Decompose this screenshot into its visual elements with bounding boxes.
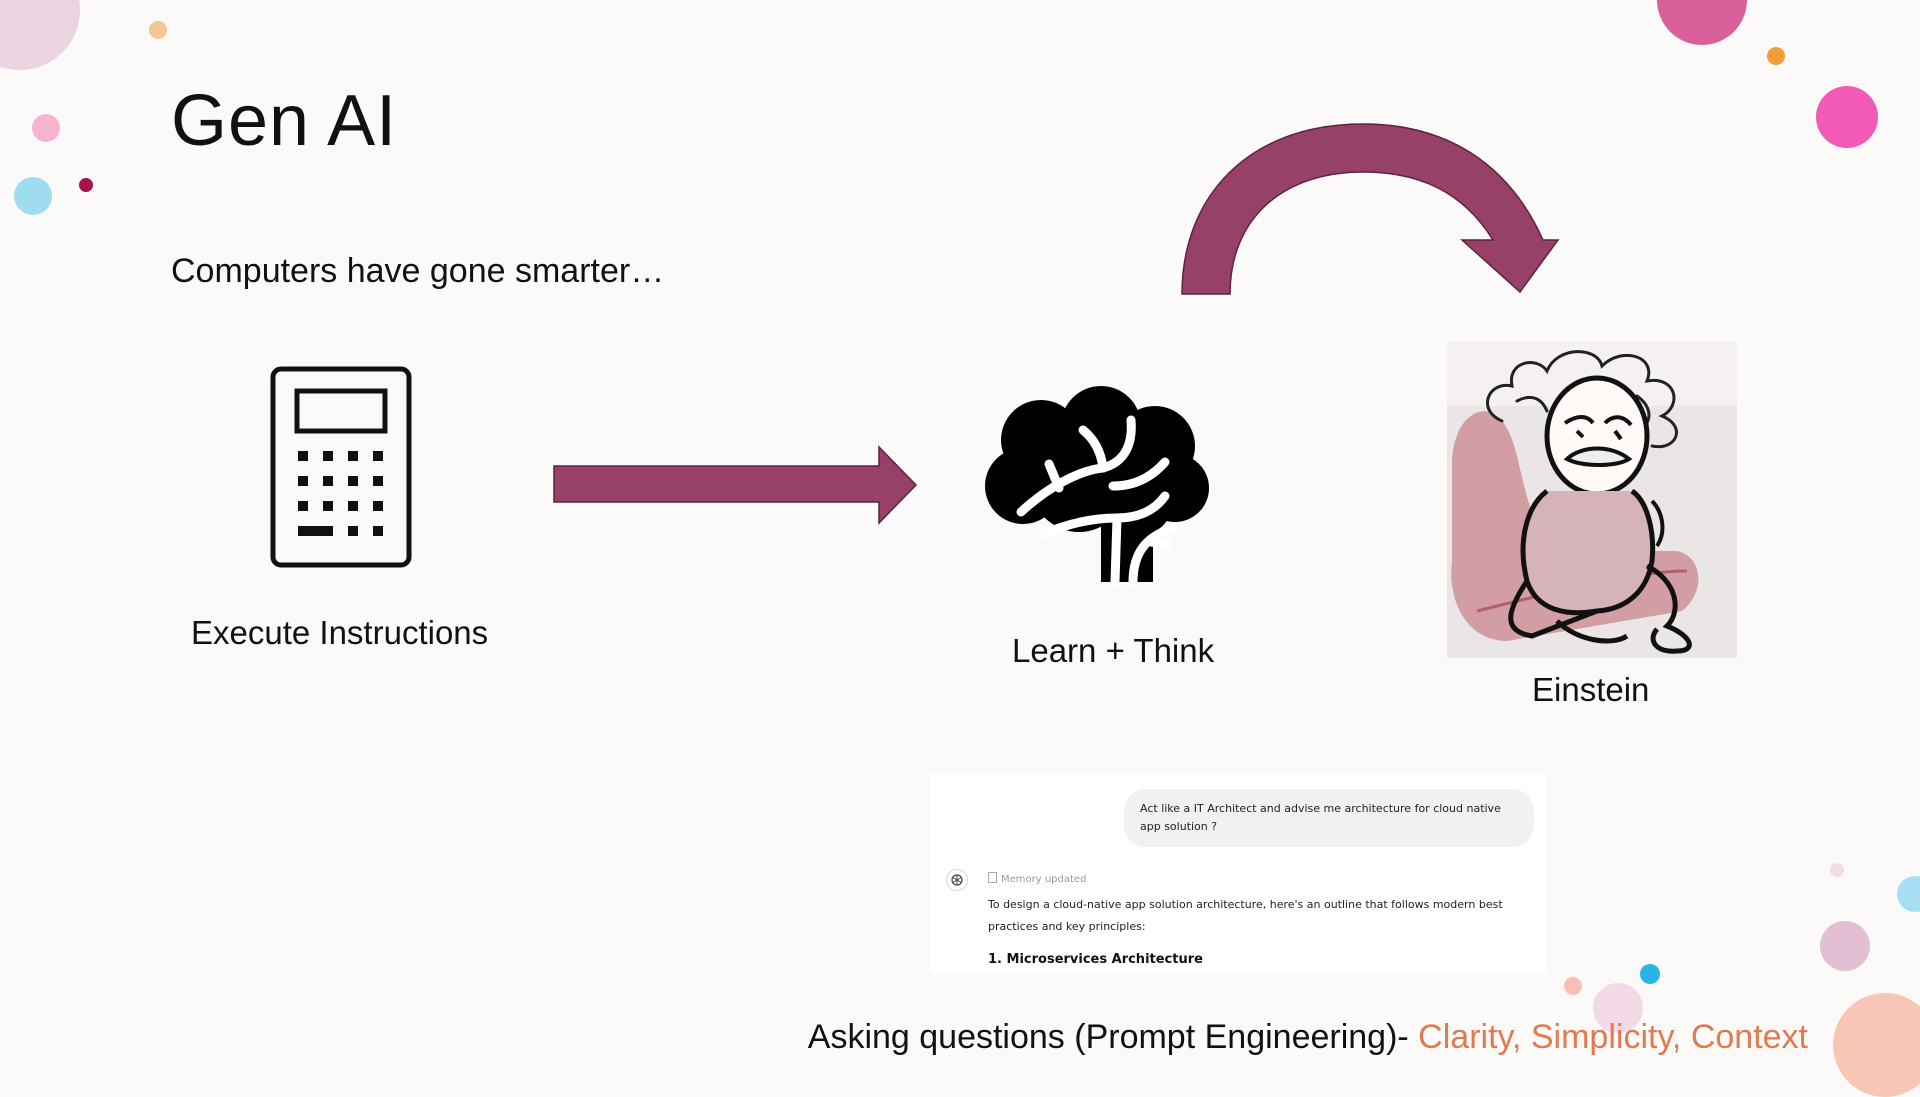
decor-dot — [1820, 921, 1870, 971]
chat-screenshot: Act like a IT Architect and advise me ar… — [930, 774, 1546, 974]
assistant-avatar-icon — [946, 869, 968, 891]
user-message-bubble: Act like a IT Architect and advise me ar… — [1124, 789, 1534, 847]
decor-dot — [14, 177, 52, 215]
decor-dot — [1897, 876, 1920, 912]
caption-execute-instructions: Execute Instructions — [191, 614, 489, 651]
right-arrow-icon — [553, 445, 918, 525]
decor-dot — [1830, 863, 1844, 877]
assistant-response-text: To design a cloud-native app solution ar… — [988, 898, 1503, 933]
decor-dot — [1593, 983, 1643, 1033]
footer-prefix: Asking questions (Prompt Engineering)- — [807, 1018, 1419, 1056]
einstein-sketch — [1447, 341, 1737, 658]
memory-updated-label: Memory updated — [1001, 874, 1087, 885]
slide-subtitle: Computers have gone smarter… — [171, 252, 665, 290]
footer-text: Asking questions (Prompt Engineering)- C… — [808, 1018, 1808, 1057]
footer-highlight: Clarity, Simplicity, Context — [1418, 1018, 1808, 1056]
memory-updated-status: Memory updated — [988, 872, 1086, 885]
slide-title: Gen AI — [171, 81, 398, 161]
decor-dot — [149, 21, 167, 39]
decor-dot — [1657, 0, 1747, 45]
curved-arrow-icon — [1181, 123, 1560, 295]
decor-dot — [1640, 964, 1660, 984]
memory-icon — [988, 872, 997, 883]
decor-dot — [32, 114, 60, 142]
decor-dot — [1833, 993, 1920, 1097]
response-section-heading: 1. Microservices Architecture — [988, 952, 1203, 967]
caption-learn-think: Learn + Think — [1012, 632, 1215, 669]
calculator-icon — [270, 366, 412, 568]
decor-dot — [1816, 86, 1878, 148]
decor-dot — [1564, 977, 1582, 995]
decor-dot — [0, 0, 80, 70]
decor-dot — [79, 178, 93, 192]
brain-icon — [985, 386, 1209, 587]
caption-einstein: Einstein — [1532, 671, 1650, 708]
decor-dot — [1767, 47, 1785, 65]
